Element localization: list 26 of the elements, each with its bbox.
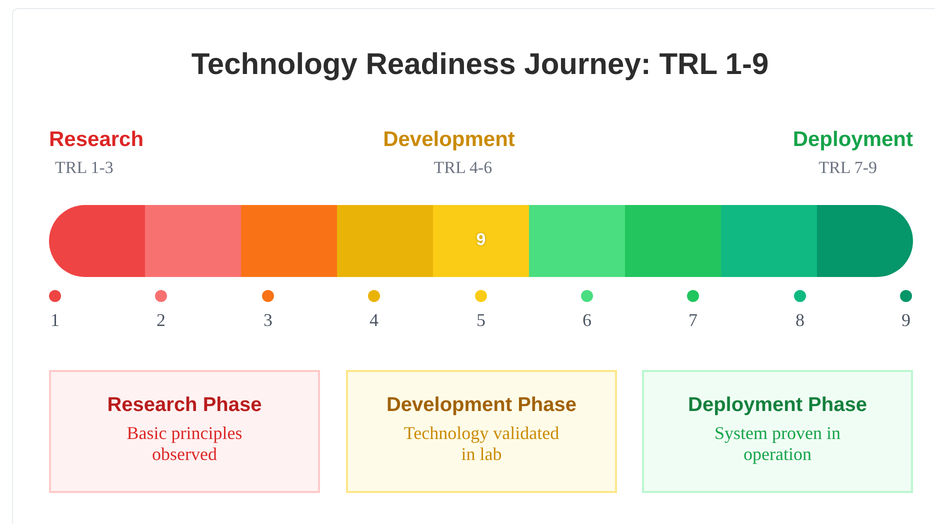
trl-range-label: TRL 7-9 bbox=[818, 158, 877, 178]
level-number: 8 bbox=[794, 310, 806, 331]
level-number: 2 bbox=[156, 310, 166, 331]
phase-card bbox=[346, 370, 617, 493]
level-number: 1 bbox=[50, 310, 60, 331]
card-heading: Development Phase bbox=[386, 394, 577, 417]
phase-label: Deployment bbox=[792, 128, 913, 152]
bar-value-label: 9 bbox=[475, 230, 487, 250]
level-number: 6 bbox=[582, 310, 592, 331]
phase-label: Research bbox=[49, 128, 144, 152]
title: Technology Readiness Journey: TRL 1-9 bbox=[190, 48, 770, 82]
card-description: System proven in operation bbox=[714, 423, 842, 465]
trl-range-label: TRL 4-6 bbox=[432, 158, 494, 178]
phase-card bbox=[49, 370, 320, 493]
card-description: Basic principles observed bbox=[126, 423, 244, 465]
card-heading: Deployment Phase bbox=[688, 394, 867, 417]
level-number: 3 bbox=[262, 310, 274, 331]
level-number: 5 bbox=[476, 310, 486, 331]
level-number: 4 bbox=[368, 310, 380, 331]
card-heading: Research Phase bbox=[107, 394, 262, 417]
level-number: 7 bbox=[688, 310, 698, 331]
phase-card bbox=[642, 370, 913, 493]
level-number: 9 bbox=[900, 310, 912, 331]
phase-label: Development bbox=[382, 128, 516, 152]
trl-range-label: TRL 1-3 bbox=[55, 158, 114, 178]
card-description: Technology validated in lab bbox=[402, 423, 560, 465]
